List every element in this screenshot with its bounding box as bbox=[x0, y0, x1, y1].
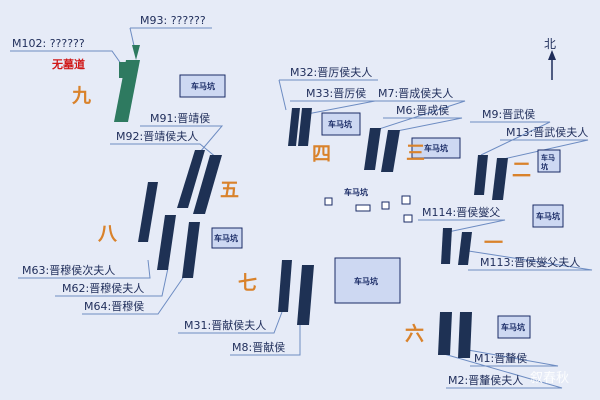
tomb-label-m31: M31:晋献侯夫人 bbox=[184, 319, 267, 332]
group-number-6: 六 bbox=[405, 323, 425, 345]
leader-m63 bbox=[18, 259, 151, 279]
chariot-pit-label: 车马坑 bbox=[344, 188, 368, 197]
tomb-label-m2: M2:晋釐侯夫人 bbox=[448, 374, 524, 387]
leader-m92 bbox=[110, 143, 218, 159]
group-number-2: 二 bbox=[512, 159, 532, 181]
chariot-pit-label: 车马坑 bbox=[328, 120, 352, 129]
tomb-label-m64: M64:晋穆侯 bbox=[84, 300, 145, 313]
tomb-m63 bbox=[138, 182, 158, 242]
leader-m113 bbox=[461, 249, 593, 271]
chariot-pit-2 bbox=[321, 112, 361, 136]
watermark: 叙春秋 bbox=[530, 371, 570, 386]
tomb-label-m92: M92:晋靖侯夫人 bbox=[116, 130, 199, 143]
tomb-label-m62: M62:晋穆侯夫人 bbox=[62, 282, 145, 295]
chariot-pit-5 bbox=[532, 204, 564, 228]
tomb-label-m13: M13:晋武侯夫人 bbox=[506, 126, 589, 139]
leader-m62 bbox=[55, 267, 169, 297]
group-number-7: 七 bbox=[238, 272, 258, 294]
tomb-m62 bbox=[157, 215, 176, 270]
leader-m13 bbox=[498, 139, 589, 161]
leader-m91 bbox=[140, 125, 224, 153]
tomb-m92 bbox=[193, 155, 222, 214]
leader-m8 bbox=[230, 324, 301, 356]
tomb-m102 bbox=[119, 62, 128, 78]
chariot-pit-label: 车马坑 bbox=[424, 144, 448, 153]
green-tombs bbox=[114, 45, 140, 122]
tomb-m7 bbox=[364, 128, 381, 170]
tomb-label-m7: M7:晋成侯夫人 bbox=[378, 87, 454, 100]
leader-m7 bbox=[365, 100, 466, 131]
tomb-m114 bbox=[441, 228, 452, 264]
leader-m6 bbox=[383, 117, 463, 133]
tomb-label-m113: M113:晋侯燮父夫人 bbox=[480, 256, 581, 269]
tomb-m93-north bbox=[132, 45, 140, 60]
chariot-pit-shapes bbox=[179, 74, 564, 339]
tomb-m91 bbox=[177, 150, 205, 208]
leader-m31 bbox=[178, 311, 283, 334]
chariot-pit-7 bbox=[334, 257, 401, 304]
group-number-8: 八 bbox=[98, 223, 118, 245]
group-number-1: 一 bbox=[484, 232, 504, 254]
chariot-pit-4 bbox=[537, 149, 561, 173]
group-number-5: 五 bbox=[220, 179, 240, 201]
tomb-m9 bbox=[474, 155, 488, 195]
chariot-pit-6 bbox=[211, 227, 243, 249]
chariot-pit-label: 车马坑 bbox=[536, 212, 560, 221]
chariot-pit-8 bbox=[497, 315, 531, 339]
chariot-pit-label: 车马坑 bbox=[191, 82, 215, 91]
tomb-label-m102: M102: ?????? bbox=[12, 37, 85, 50]
leader-m2 bbox=[443, 353, 563, 389]
leader-m32-tail bbox=[278, 79, 287, 111]
dark-tombs bbox=[138, 108, 508, 358]
group-number-4: 四 bbox=[312, 143, 332, 165]
tomb-label-m6: M6:晋成侯 bbox=[396, 104, 450, 117]
tomb-m1 bbox=[438, 312, 452, 355]
tomb-label-m8: M8:晋献侯 bbox=[232, 341, 286, 354]
chariot-pit-1 bbox=[179, 74, 226, 98]
chariot-pit-label: 车马坑 bbox=[501, 323, 525, 332]
group-number-3: 三 bbox=[406, 142, 426, 164]
tomb-label-m1: M1:晋釐侯 bbox=[474, 352, 528, 365]
tomb-m6 bbox=[381, 130, 400, 172]
chariot-pit-label: 车马坑 bbox=[214, 234, 238, 243]
leader-m114 bbox=[418, 219, 506, 233]
leader-m1 bbox=[467, 349, 559, 367]
tomb-label-m33: M33:晋厉侯 bbox=[306, 87, 367, 100]
tomb-m31 bbox=[278, 260, 292, 312]
chariot-pit-label: 车马坑 bbox=[354, 277, 378, 286]
tomb-label-m93: M93: ?????? bbox=[140, 14, 206, 27]
tomb-label-m63: M63:晋穆侯次夫人 bbox=[22, 264, 116, 277]
tomb-label-m114: M114:晋侯燮父 bbox=[422, 206, 501, 219]
tomb-m64 bbox=[182, 222, 200, 278]
small-pits bbox=[324, 195, 413, 223]
tomb-m32 bbox=[288, 108, 300, 146]
tomb-m113 bbox=[458, 232, 472, 265]
tomb-label-m9: M9:晋武侯 bbox=[482, 108, 536, 121]
tomb-label-m32: M32:晋厉侯夫人 bbox=[290, 66, 373, 79]
tomb-label-m91: M91:晋靖侯 bbox=[150, 112, 211, 125]
leader-lines bbox=[10, 27, 593, 389]
tomb-m13 bbox=[492, 158, 508, 200]
chariot-pit-label: 车马坑 bbox=[541, 154, 555, 171]
leader-m9 bbox=[470, 121, 551, 156]
tomb-m93 bbox=[114, 60, 140, 122]
tomb-m8 bbox=[297, 265, 314, 325]
tomb-m2 bbox=[458, 312, 472, 358]
tomb-m33 bbox=[298, 108, 312, 146]
north-arrow-icon bbox=[548, 50, 556, 80]
north-label: 北 bbox=[544, 37, 557, 51]
group-number-9: 九 bbox=[72, 85, 92, 107]
chariot-pit-3 bbox=[411, 137, 461, 159]
no-tomb-passage-label: 无墓道 bbox=[52, 58, 85, 71]
leader-m64 bbox=[82, 271, 188, 315]
